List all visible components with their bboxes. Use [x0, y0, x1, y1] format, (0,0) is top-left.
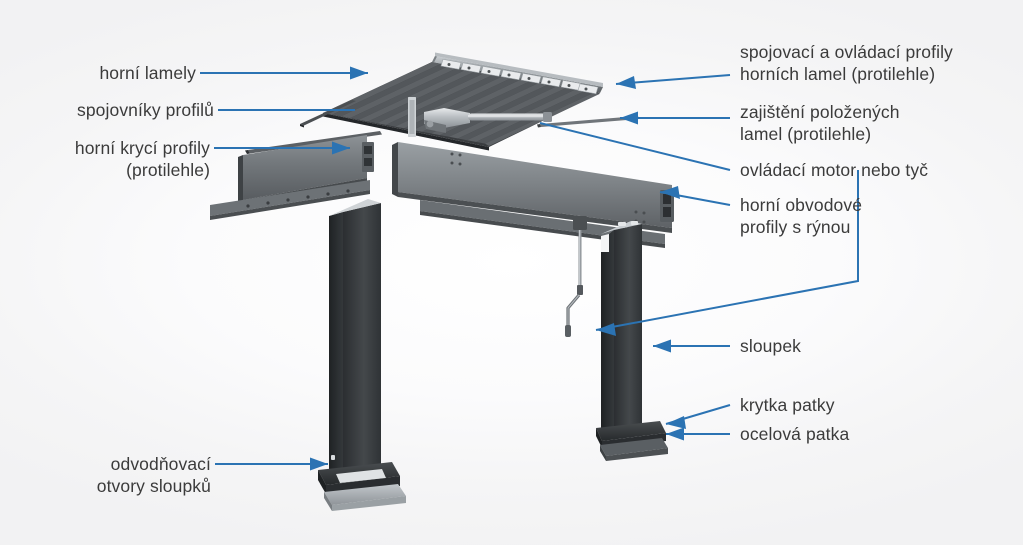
leader-arrowheads: [310, 66, 686, 471]
label-horni-kryci-profily: horní krycí profily (protilehle): [74, 138, 210, 181]
post-foot-plate-right: [600, 438, 668, 461]
label-ovladaci-motor: ovládací motor nebo tyč: [740, 160, 929, 180]
label-krytka-patky: krytka patky: [740, 395, 835, 415]
coupling-control-rail: [432, 52, 603, 95]
label-zajisteni-lamel: zajištění položených lamel (protilehle): [740, 102, 900, 145]
label-odvodnovaci-otvory: odvodňovací otvory sloupků: [96, 454, 211, 497]
label-spojovaci-ovladaci-profily: spojovací a ovládací profily horních lam…: [740, 42, 953, 85]
post-base-cap-left: [318, 462, 400, 494]
label-ocelova-patka: ocelová patka: [740, 424, 850, 444]
leader-ovladaci-motor-seg: [539, 122, 731, 171]
crank-operating-rod: [565, 216, 587, 337]
label-horni-lamely: horní lamely: [99, 63, 196, 83]
post-right: [596, 221, 668, 461]
label-spojovniky-profilu: spojovníky profilů: [76, 100, 214, 120]
label-horni-obvodove-profily: horní obvodové profily s rýnou: [740, 195, 863, 238]
leader-ovladaci-motor-path: [595, 170, 859, 331]
post-left: [318, 199, 406, 511]
post-foot-plate-left: [324, 484, 406, 511]
drive-actuator-motor: [408, 97, 552, 137]
blade-locking-bar: [537, 116, 639, 128]
label-sloupek: sloupek: [740, 336, 802, 356]
